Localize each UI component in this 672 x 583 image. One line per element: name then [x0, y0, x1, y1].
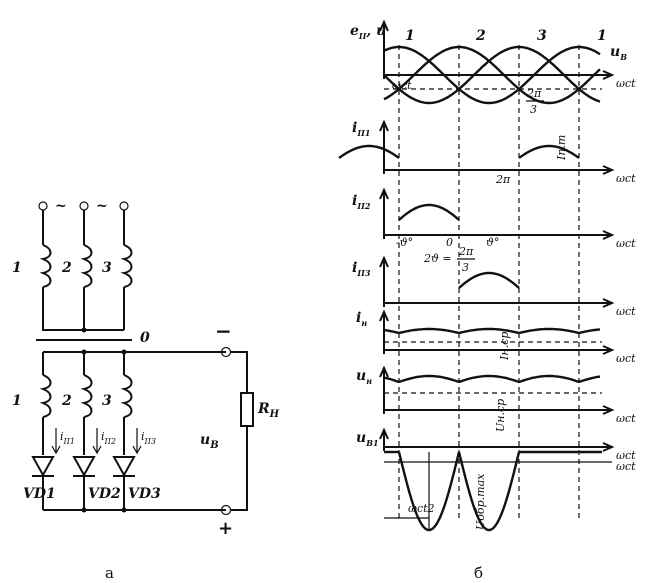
diode-label-3: VD3	[128, 486, 161, 502]
phase-wave-1	[383, 45, 601, 105]
x-label-uH: ωct	[616, 412, 636, 425]
i2-angle-eq: 2ϑ =	[423, 252, 452, 265]
load-wire	[230, 351, 248, 511]
uB1-ylabel: uB1	[356, 430, 379, 448]
uB1-max-label: Uобр.max	[474, 473, 487, 530]
uB1-reverse-2	[457, 451, 521, 532]
current-arrows	[51, 428, 142, 455]
x-arrow-i3	[602, 298, 615, 308]
x-label-i2: ωct	[616, 237, 636, 250]
x-label-i1: ωct	[616, 172, 636, 185]
i1-ylabel: iII1	[352, 120, 370, 138]
y-arrow-i2	[379, 187, 389, 200]
i2-theta-right: ϑ°	[486, 236, 499, 249]
iH-ylabel: iн	[356, 310, 367, 328]
period-top-num: 2π	[526, 87, 542, 100]
i1-peak-label: Iп.m	[555, 135, 568, 161]
x-label-uB1-2: ωct	[616, 460, 636, 473]
caption-b: б	[474, 564, 483, 582]
i1-period-label: 2π	[495, 173, 511, 186]
tilde-1: ~	[55, 198, 67, 214]
output-voltage-label: uB	[200, 432, 219, 451]
uB1-wct2-label: ωct2	[408, 502, 435, 515]
i1-pulse-1	[338, 144, 400, 159]
x-arrow-i2	[602, 230, 615, 240]
iH-ripple	[383, 327, 601, 335]
y-arrow-i1	[379, 119, 389, 132]
phase-label-1: 1	[405, 28, 415, 44]
plus-label: +	[218, 518, 233, 539]
load-label: RН	[257, 401, 280, 420]
y-arrow-uB1	[379, 427, 389, 440]
neutral-label: 0	[140, 330, 150, 346]
x-arrow-iH	[602, 345, 615, 355]
y-arrow-i3	[379, 255, 389, 268]
x-arrow-top	[602, 70, 615, 80]
uB1-reverse-1	[397, 451, 461, 532]
secondary-label-2: 2	[61, 393, 72, 409]
y-arrow-top	[379, 19, 389, 32]
uH-avg-label: Uн.ср	[494, 399, 507, 432]
minus-label: −	[215, 319, 232, 343]
x-arrow-i1	[602, 165, 615, 175]
phase-label-4: 1	[597, 28, 607, 44]
i2-zero: 0	[446, 236, 453, 249]
waveform-curves	[338, 45, 602, 532]
phase-wave-3	[383, 45, 601, 105]
current-label-2: iII2	[101, 430, 116, 446]
uH-ripple	[383, 374, 601, 384]
diode-label-1: VD1	[23, 486, 56, 502]
primary-label-3: 3	[102, 260, 112, 276]
secondary-windings	[39, 352, 133, 455]
uH-ylabel: uн	[356, 368, 372, 386]
i3-pulse	[458, 271, 520, 289]
y-arrow-uH	[379, 365, 389, 378]
x-label-i3: ωct	[616, 305, 636, 318]
x-label-uB1: ωct	[616, 449, 636, 462]
i2-angle-num: 2π	[458, 245, 474, 258]
i2-angle-den: 3	[462, 261, 469, 274]
i2-pulse	[398, 203, 460, 221]
tilde-2: ~	[96, 198, 108, 214]
terminal-2	[79, 201, 89, 211]
phase-label-3: 3	[537, 28, 547, 44]
x-arrow-uH	[602, 405, 615, 415]
iH-avg-label: Iн.ср	[498, 332, 511, 361]
terminal-3	[119, 201, 129, 211]
phase-label-2: 2	[475, 28, 486, 44]
diode-label-2: VD2	[88, 486, 121, 502]
load-resistor	[240, 392, 254, 427]
secondary-label-1: 1	[12, 393, 22, 409]
secondary-label-3: 3	[102, 393, 112, 409]
period-top-den: 3	[530, 103, 537, 116]
terminal-1	[38, 201, 48, 211]
caption-a: а	[105, 564, 114, 582]
primary-windings	[39, 210, 133, 333]
i3-ylabel: iII3	[352, 260, 371, 278]
diodes	[31, 456, 136, 510]
phase-wave-2	[383, 45, 601, 105]
primary-label-2: 2	[61, 260, 72, 276]
top-ylabel: eII, u	[350, 23, 386, 41]
primary-label-1: 1	[12, 260, 22, 276]
x-arrow-uB1	[602, 442, 615, 452]
current-label-1: iII1	[60, 430, 75, 446]
y-arrow-iH	[379, 309, 389, 322]
circuit-diagram: ~ ~ 1 2 3 0 − 1 2 3	[12, 198, 280, 582]
current-label-3: iII3	[141, 430, 156, 446]
x-label-top: ωct	[616, 77, 636, 90]
wct-label: ωct	[392, 79, 412, 92]
ub-label: uB	[610, 44, 627, 62]
i2-ylabel: iII2	[352, 193, 371, 211]
i2-theta-left: -ϑ°	[396, 236, 413, 249]
i1-pulse-2	[518, 144, 580, 159]
x-label-iH: ωct	[616, 352, 636, 365]
